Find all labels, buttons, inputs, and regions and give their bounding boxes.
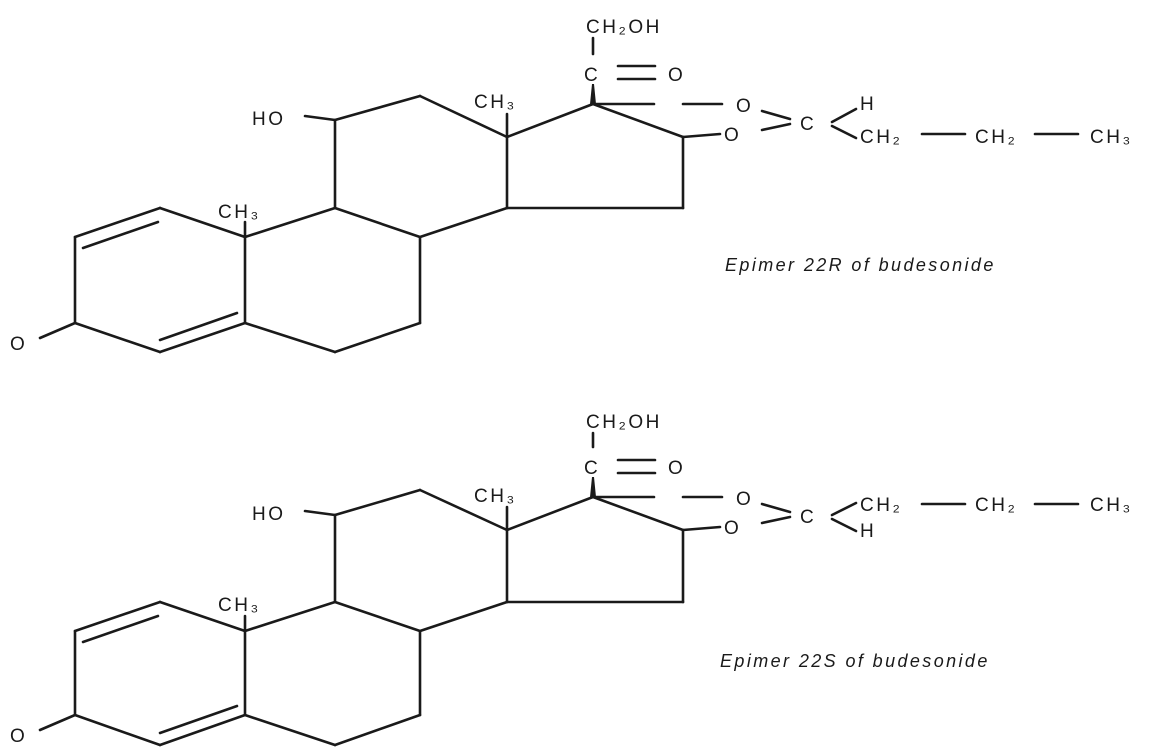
ring-b bbox=[243, 206, 422, 354]
label-chain-ch2-a: CH₂ bbox=[860, 495, 902, 516]
label-chain-ch3: CH₃ bbox=[1090, 495, 1133, 516]
ring-b bbox=[243, 600, 422, 747]
atom-labels: CH₂OH C O HO CH₃ CH₃ O O O C H CH₂ CH₂ C… bbox=[10, 17, 1133, 355]
label-ketone-o: O bbox=[10, 726, 27, 747]
ring-c bbox=[303, 94, 509, 239]
label-ester-o-bottom: O bbox=[724, 518, 741, 539]
label-ch3-c10: CH₃ bbox=[218, 595, 261, 616]
structure-22s: CH₂OH C O HO CH₃ CH₃ O O O C H CH₂ CH₂ C… bbox=[10, 412, 1133, 747]
side-chain bbox=[590, 36, 1080, 140]
side-chain bbox=[590, 431, 1080, 533]
label-carbonyl-c: C bbox=[584, 458, 600, 479]
ring-d bbox=[505, 495, 685, 604]
label-acetal-h: H bbox=[860, 521, 876, 542]
label-acetal-h: H bbox=[860, 94, 876, 115]
ring-a bbox=[38, 600, 247, 747]
label-ester-o-top: O bbox=[736, 96, 753, 117]
label-chain-ch2-a: CH₂ bbox=[860, 127, 902, 148]
label-chain-ch3: CH₃ bbox=[1090, 127, 1133, 148]
label-ch2oh: CH₂OH bbox=[586, 17, 662, 38]
label-ester-o-top: O bbox=[736, 489, 753, 510]
label-carbonyl-o: O bbox=[668, 65, 685, 86]
label-acetal-c: C bbox=[800, 507, 816, 528]
label-chain-ch2-b: CH₂ bbox=[975, 127, 1017, 148]
label-ester-o-bottom: O bbox=[724, 125, 741, 146]
caption-22r: Epimer 22R of budesonide bbox=[725, 255, 996, 275]
caption-22s: Epimer 22S of budesonide bbox=[720, 651, 990, 671]
label-hydroxyl: HO bbox=[252, 109, 286, 130]
label-carbonyl-c: C bbox=[584, 65, 600, 86]
ring-c bbox=[303, 488, 509, 633]
label-chain-ch2-b: CH₂ bbox=[975, 495, 1017, 516]
label-ch2oh: CH₂OH bbox=[586, 412, 662, 433]
label-ch3-c13: CH₃ bbox=[474, 92, 517, 113]
label-ch3-c10: CH₃ bbox=[218, 202, 261, 223]
label-acetal-c: C bbox=[800, 114, 816, 135]
label-hydroxyl: HO bbox=[252, 504, 286, 525]
atom-labels: CH₂OH C O HO CH₃ CH₃ O O O C H CH₂ CH₂ C… bbox=[10, 412, 1133, 747]
label-ch3-c13: CH₃ bbox=[474, 486, 517, 507]
label-ketone-o: O bbox=[10, 334, 27, 355]
label-carbonyl-o: O bbox=[668, 458, 685, 479]
ring-a bbox=[38, 206, 247, 354]
ring-d bbox=[505, 102, 685, 210]
structure-22r: CH₂OH C O HO CH₃ CH₃ O O O C H CH₂ CH₂ C… bbox=[10, 17, 1133, 355]
